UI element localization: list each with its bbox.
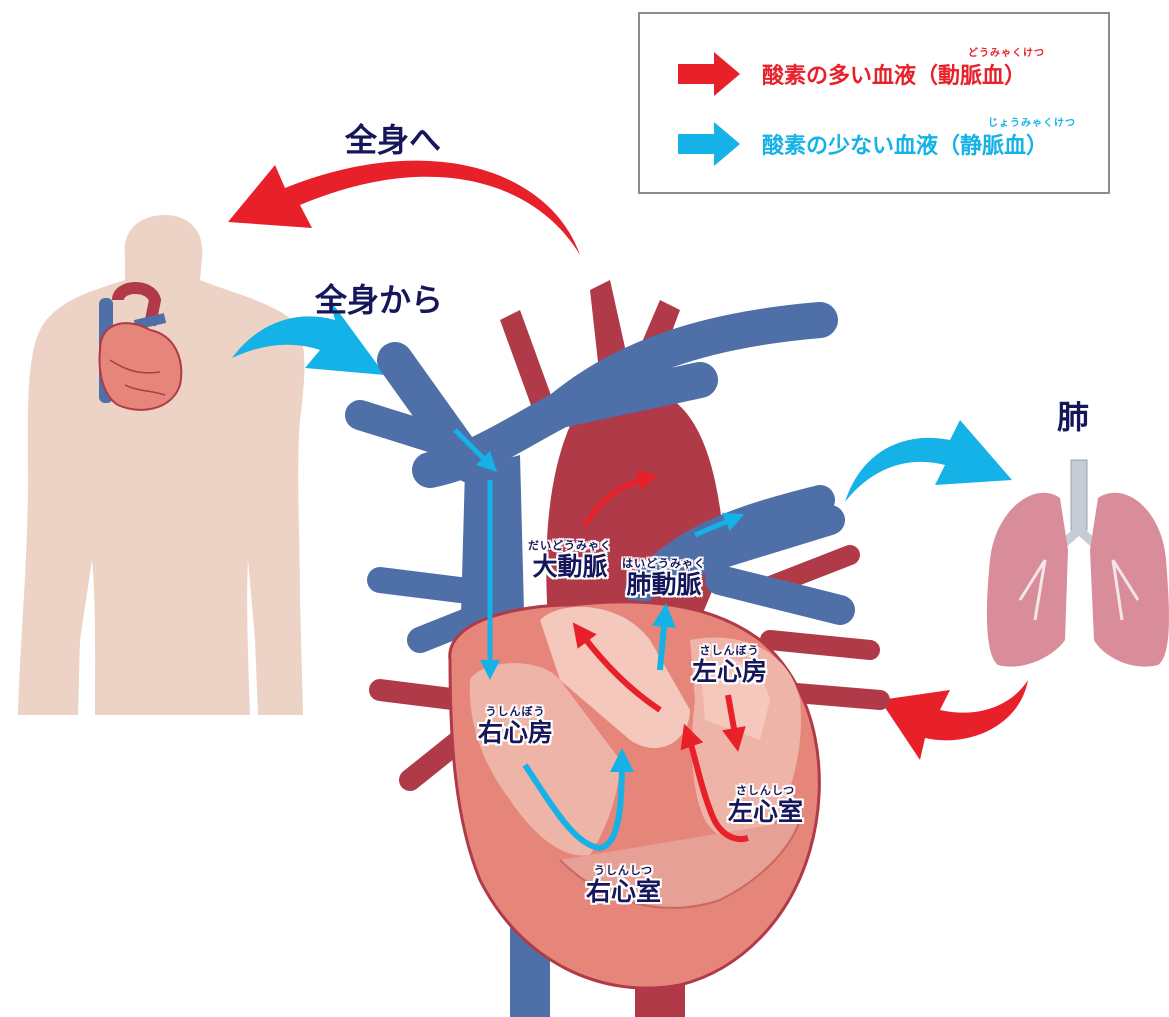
red-arrow-icon — [678, 52, 740, 96]
legend-rich-text: 酸素の多い血液（動脈血） — [762, 64, 1026, 89]
to-body-arrow — [228, 161, 580, 255]
right-ventricle-label: うしんしつ 右心室 — [586, 865, 661, 904]
legend-poor-text: 酸素の少ない血液（静脈血） — [762, 134, 1048, 159]
aorta-ruby: だいどうみゃく — [528, 540, 612, 551]
left-ventricle-ruby: さしんしつ — [728, 785, 803, 796]
pulmonary-artery-text: 肺動脈 — [622, 572, 706, 597]
legend: どうみゃくけつ 酸素の多い血液（動脈血） じょうみゃくけつ 酸素の少ない血液（静… — [638, 12, 1110, 194]
left-ventricle-label: さしんしつ 左心室 — [728, 785, 803, 824]
legend-item-oxygen-poor: じょうみゃくけつ 酸素の少ない血液（静脈血） — [678, 122, 1048, 166]
legend-item-oxygen-rich: どうみゃくけつ 酸素の多い血液（動脈血） — [678, 52, 1026, 96]
left-atrium-ruby: さしんぼう — [692, 645, 767, 656]
to-body-label: 全身へ — [345, 115, 441, 161]
from-body-label: 全身から — [315, 275, 443, 321]
right-ventricle-text: 右心室 — [586, 879, 661, 904]
from-lung-arrow — [880, 680, 1028, 760]
lungs-illustration — [987, 460, 1169, 667]
heart-illustration — [360, 280, 880, 1017]
lung-label: 肺 — [1057, 392, 1089, 438]
pulmonary-artery-ruby: はいどうみゃく — [622, 558, 706, 569]
left-ventricle-text: 左心室 — [728, 799, 803, 824]
left-atrium-label: さしんぼう 左心房 — [692, 645, 767, 684]
right-atrium-ruby: うしんぼう — [478, 706, 553, 717]
body-silhouette — [18, 215, 304, 715]
legend-rich-ruby: どうみゃくけつ — [968, 44, 1045, 59]
to-lung-arrow — [845, 420, 1012, 502]
right-ventricle-ruby: うしんしつ — [586, 865, 661, 876]
right-atrium-label: うしんぼう 右心房 — [478, 706, 553, 745]
aorta-text: 大動脈 — [528, 554, 612, 579]
right-atrium-text: 右心房 — [478, 720, 553, 745]
aorta-label: だいどうみゃく 大動脈 — [528, 540, 612, 579]
blue-arrow-icon — [678, 122, 740, 166]
left-atrium-text: 左心房 — [692, 659, 767, 684]
legend-poor-ruby: じょうみゃくけつ — [988, 114, 1076, 129]
pulmonary-artery-label: はいどうみゃく 肺動脈 — [622, 558, 706, 597]
